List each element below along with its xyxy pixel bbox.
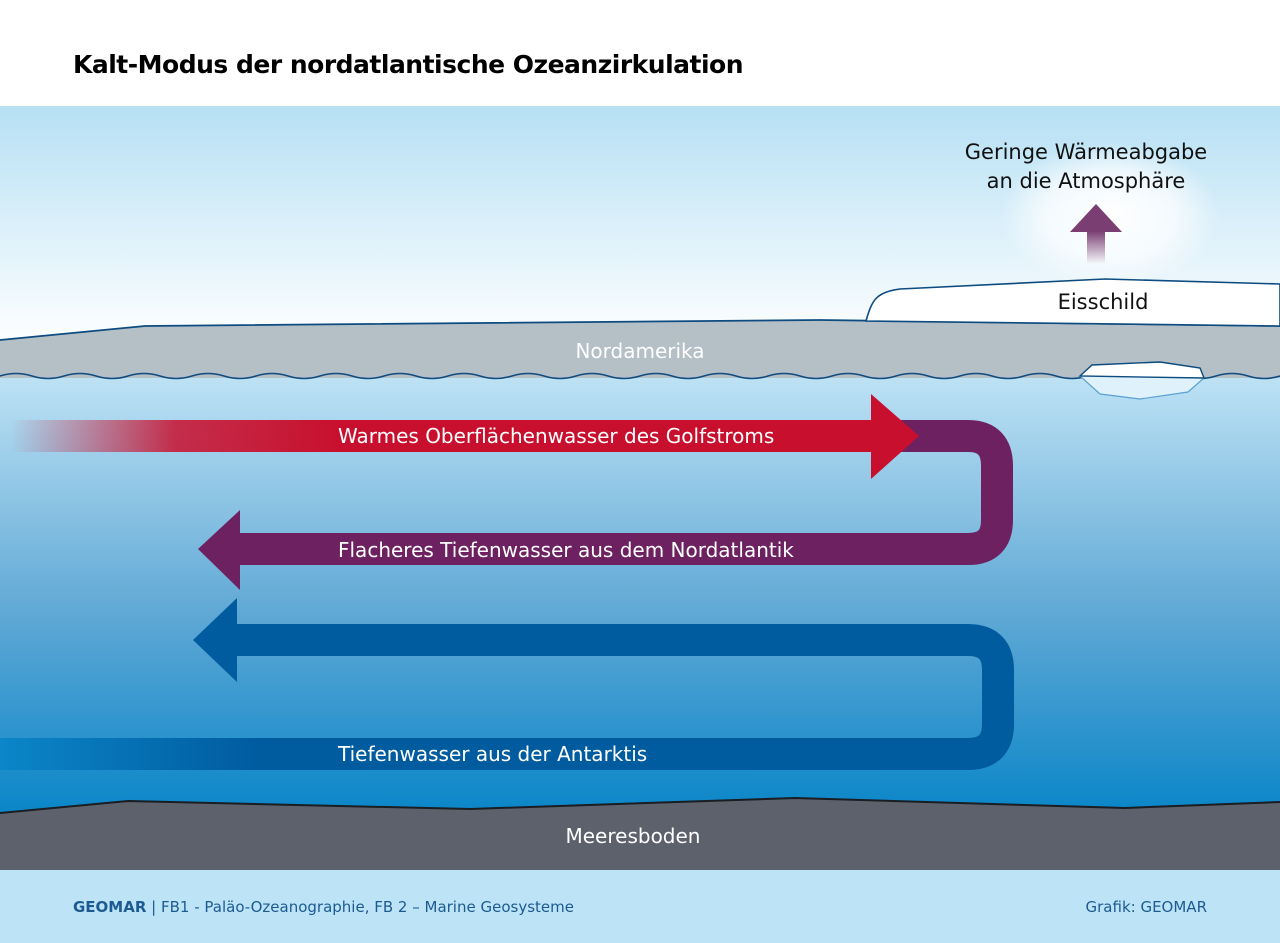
nadw-flow-arrow	[198, 420, 1013, 590]
gulf-stream-label: Warmes Oberflächenwasser des Golfstroms	[338, 424, 774, 448]
gulf-stream-arrow	[10, 394, 919, 479]
ice-sheet	[864, 278, 1280, 327]
seafloor-label: Meeresboden	[566, 824, 701, 848]
nadw-label: Flacheres Tiefenwasser aus dem Nordatlan…	[338, 538, 794, 562]
footer-band	[0, 870, 1280, 943]
heat-label-line-1: Geringe Wärmeabgabe	[965, 140, 1207, 164]
footer-credit: Grafik: GEOMAR	[1085, 898, 1207, 916]
seafloor-edge	[0, 796, 1280, 814]
heat-glow	[1000, 143, 1220, 287]
continent-label: Nordamerika	[575, 339, 704, 363]
ice-sheet-label: Eisschild	[1058, 290, 1149, 314]
heat-release-arrow	[1070, 204, 1122, 264]
heat-label-line-2: an die Atmosphäre	[987, 169, 1186, 193]
footer-department-text: | FB1 - Paläo-Ozeanographie, FB 2 – Mari…	[146, 898, 574, 916]
aabw-flow-arrow	[0, 598, 1014, 770]
footer-departments: GEOMAR | FB1 - Paläo-Ozeanographie, FB 2…	[73, 898, 574, 916]
footer-org: GEOMAR	[73, 898, 147, 916]
diagram-title: Kalt-Modus der nordatlantische Ozeanzirk…	[73, 50, 744, 79]
aabw-label: Tiefenwasser aus der Antarktis	[337, 742, 647, 766]
sea-surface	[0, 372, 1280, 380]
north-america-landmass	[0, 320, 1280, 378]
seafloor	[0, 798, 1280, 870]
iceberg-top	[1078, 361, 1206, 379]
